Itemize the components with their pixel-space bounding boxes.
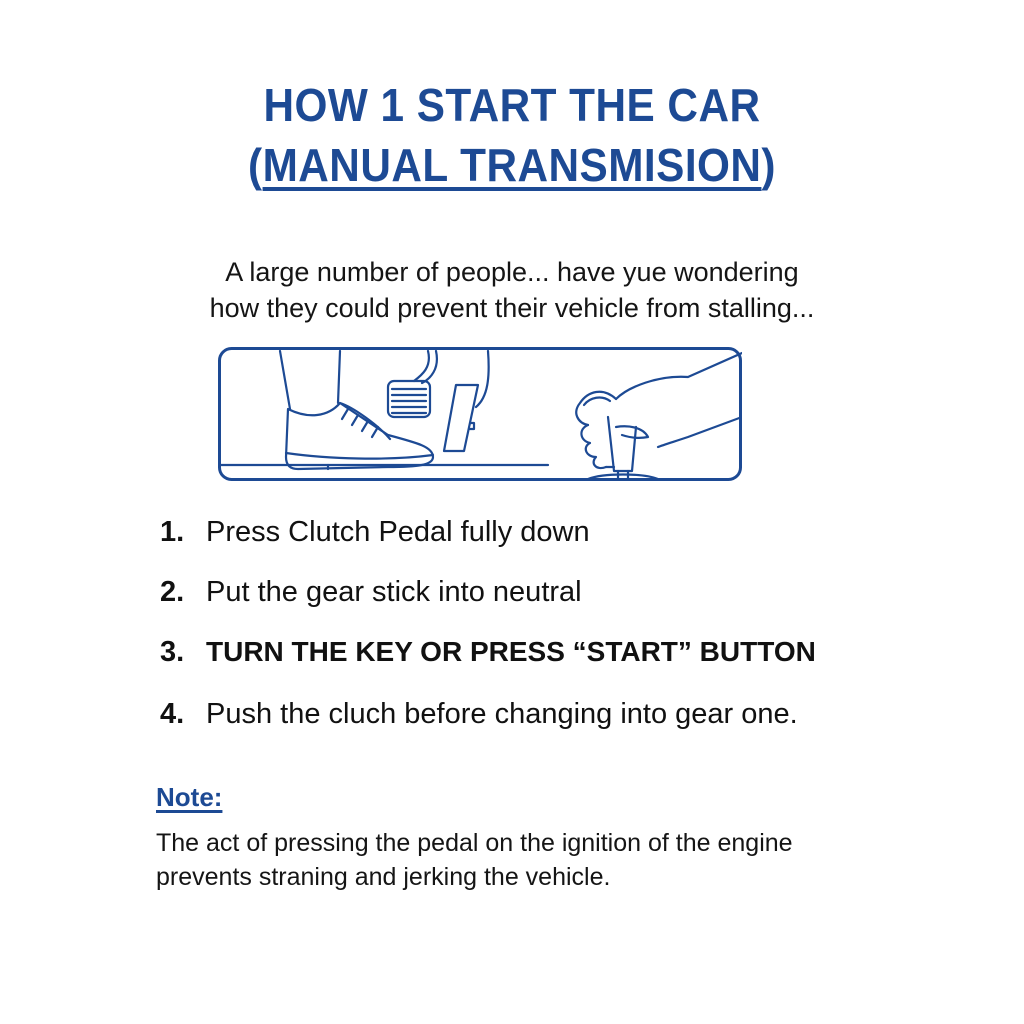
- shoe-icon: [284, 401, 435, 471]
- step-number: 2.: [160, 576, 185, 608]
- step-4: 4. Push the cluch before changing into ge…: [160, 698, 798, 731]
- note-line-1: The act of pressing the pedal on the ign…: [156, 829, 793, 857]
- step-number: 4.: [160, 698, 185, 730]
- intro-line-1: A large number of people... have yue won…: [225, 257, 799, 287]
- step-text: Put the gear stick into neutral: [206, 576, 582, 608]
- step-text: Press Clutch Pedal fully down: [206, 516, 590, 548]
- intro-paragraph: A large number of people... have yue won…: [0, 254, 1024, 326]
- note-heading: Note:: [156, 782, 223, 812]
- title-line-1: HOW 1 START THE CAR: [263, 79, 761, 131]
- step-number: 1.: [160, 516, 185, 548]
- note-body: The act of pressing the pedal on the ign…: [156, 826, 916, 894]
- step-text: Push the cluch before changing into gear…: [206, 698, 798, 730]
- step-text: TURN THE KEY OR PRESS “START” BUTTON: [206, 636, 816, 667]
- step-number: 3.: [160, 636, 185, 668]
- leg-icon: [278, 349, 342, 411]
- title-paren-close: ): [761, 139, 776, 191]
- clutch-and-gear-illustration: [218, 347, 744, 483]
- hand-on-gear-stick-icon: [575, 351, 744, 483]
- illustration-frame: [218, 347, 742, 481]
- note-line-2: prevents straning and jerking the vehicl…: [156, 863, 611, 891]
- step-2: 2. Put the gear stick into neutral: [160, 576, 582, 609]
- title-line-2: (MANUAL TRANSMISION): [41, 138, 983, 192]
- title-paren-open: (: [248, 139, 263, 191]
- intro-line-2: how they could prevent their vehicle fro…: [209, 293, 815, 323]
- step-1: 1. Press Clutch Pedal fully down: [160, 516, 590, 549]
- accelerator-pedal-icon: [442, 349, 490, 453]
- title-subtitle: MANUAL TRANSMISION: [262, 139, 762, 191]
- step-3: 3. TURN THE KEY OR PRESS “START” BUTTON: [160, 636, 816, 669]
- clutch-pedal-icon: [386, 349, 438, 419]
